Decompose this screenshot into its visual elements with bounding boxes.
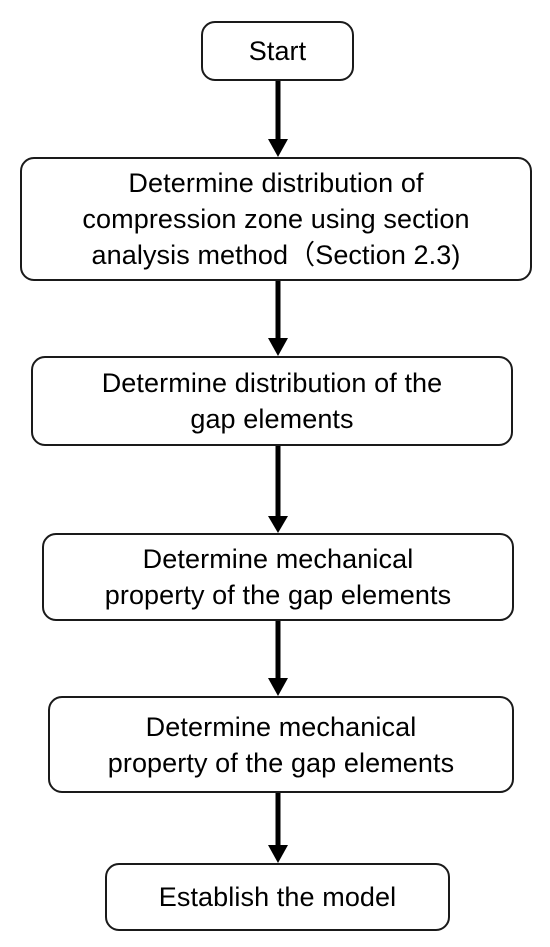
step-compression-zone-box: Determine distribution of compression zo… xyxy=(20,157,532,281)
step-establish-model-box: Establish the model xyxy=(105,863,450,931)
step-mechanical-property-box-1: Determine mechanical property of the gap… xyxy=(42,533,514,621)
step-mechanical-property-box-2: Determine mechanical property of the gap… xyxy=(48,696,514,793)
arrowhead-3 xyxy=(268,516,288,533)
step-mechanical-property-label-1: Determine mechanical property of the gap… xyxy=(104,544,452,610)
step-gap-distribution-box: Determine distribution of the gap elemen… xyxy=(31,356,513,446)
arrowhead-2 xyxy=(268,338,288,356)
step-mechanical-property-label-2: Determine mechanical property of the gap… xyxy=(107,711,455,778)
step-start-label: Start xyxy=(248,36,307,66)
step-establish-model-label: Establish the model xyxy=(158,882,397,912)
arrowhead-1 xyxy=(268,139,288,157)
arrowhead-5 xyxy=(268,845,288,863)
step-gap-distribution-label: Determine distribution of the gap elemen… xyxy=(101,368,443,434)
arrowhead-4 xyxy=(268,678,288,696)
step-start-box: Start xyxy=(201,21,354,81)
step-compression-zone-label: Determine distribution of compression zo… xyxy=(82,168,470,270)
